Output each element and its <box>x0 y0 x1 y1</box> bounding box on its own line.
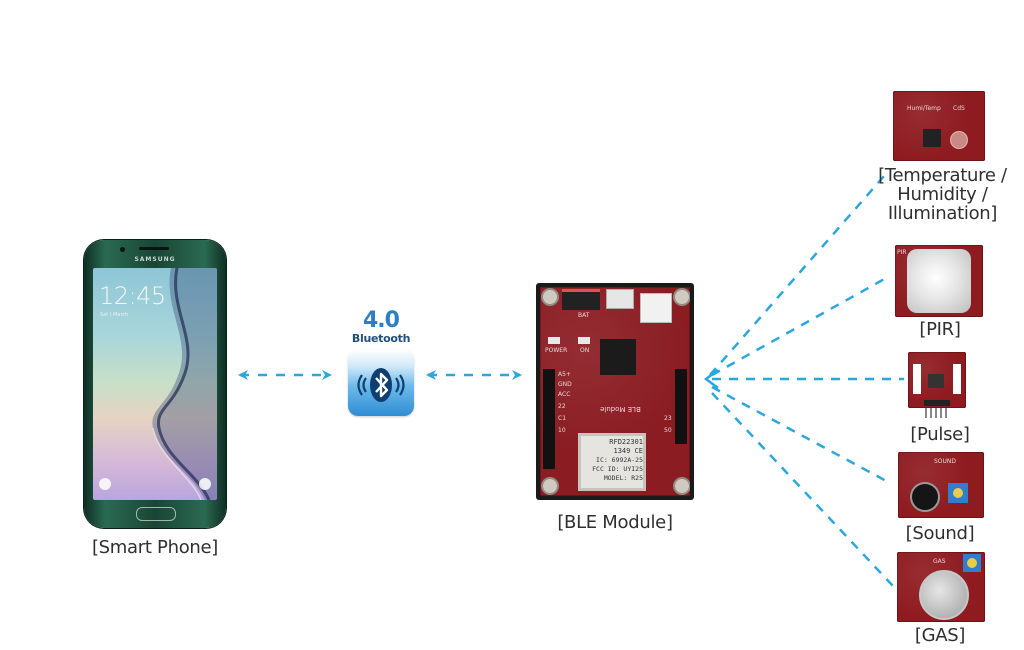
pin-label: 22 <box>558 403 566 410</box>
pir-sensor: PIR <box>895 245 983 317</box>
phone-clock: 12:45 <box>99 282 166 310</box>
bluetooth-app-icon <box>348 350 414 416</box>
gas-sensor: GAS <box>897 552 985 622</box>
gas-sensor-label: [GAS] <box>914 625 966 646</box>
temp-humidity-sensor: Humi/Temp CdS <box>893 91 985 161</box>
mount-hole <box>673 288 690 306</box>
pir-dome <box>907 249 971 313</box>
bluetooth-badge: 4.0 Bluetooth <box>345 308 417 418</box>
phone-screen: 12:45 Sat | March <box>93 268 217 500</box>
led <box>548 337 560 344</box>
sound-sensor-label: [Sound] <box>905 523 975 544</box>
pulse-sensor-label: [Pulse] <box>910 424 970 445</box>
board-silkscreen: BLE Module <box>600 405 641 413</box>
pin-label: 23 <box>664 415 672 422</box>
chip-line: FCC ID: UYI25 <box>592 465 643 473</box>
pir-sensor-label: [PIR] <box>919 319 961 340</box>
bluetooth-icon <box>357 368 405 402</box>
chip-line: IC: 6992A-25 <box>596 456 643 464</box>
phone-speaker <box>139 247 169 250</box>
usb-port <box>606 289 634 309</box>
bluetooth-version: 4.0 <box>363 308 400 333</box>
potentiometer <box>963 554 981 572</box>
phone-wallpaper-wave <box>152 268 217 500</box>
pin-label: A5+ <box>558 371 571 378</box>
sound-sensor: SOUND <box>898 452 984 518</box>
sensor-silkscreen: GAS <box>933 558 946 565</box>
line-to-sound-sensor <box>711 385 891 485</box>
chip-line: MODEL: R25 <box>603 474 643 482</box>
pin-header <box>924 400 950 406</box>
pin-label: C1 <box>558 415 567 422</box>
left-header <box>543 369 555 469</box>
sensor-silkscreen: Humi/Temp <box>907 105 941 112</box>
pulse-slot <box>953 364 961 394</box>
switch-label-bat: BAT <box>578 312 590 319</box>
pin-label: GND <box>558 381 572 388</box>
bluetooth-wordmark: Bluetooth <box>351 332 411 345</box>
ic-chip <box>600 339 636 375</box>
led <box>578 337 590 344</box>
potentiometer-knob <box>953 488 963 498</box>
phone-home-button <box>136 507 176 521</box>
pin-label: 10 <box>558 427 566 434</box>
sensor-silkscreen: CdS <box>953 105 965 112</box>
phone-date: Sat | March <box>100 312 129 318</box>
ble-module-board: BAT POWER ON A5+ GND ACC 22 C1 10 23 50 … <box>536 283 694 500</box>
label-line: Illumination] <box>887 203 998 224</box>
microphone <box>910 482 940 512</box>
mount-hole <box>541 288 559 306</box>
potentiometer-knob <box>967 558 977 568</box>
smart-phone-label: [Smart Phone] <box>91 537 219 558</box>
mount-hole <box>673 477 690 495</box>
sensor-silkscreen: SOUND <box>934 458 957 465</box>
pulse-sensor <box>908 352 966 408</box>
ble-module-label: [BLE Module] <box>557 512 673 533</box>
sensor-chip <box>923 129 941 147</box>
rf-module: RFD22301 1349 CE IC: 6992A-25 FCC ID: UY… <box>578 433 646 491</box>
gas-element <box>919 570 969 620</box>
power-switch <box>562 289 600 310</box>
sensor-chip <box>928 374 944 388</box>
battery-connector <box>640 293 672 323</box>
pulse-slot <box>913 364 921 394</box>
chip-line: 1349 CE <box>613 447 643 455</box>
phone-camera <box>120 247 125 252</box>
smart-phone: SAMSUNG 12:45 Sat | March <box>84 240 226 528</box>
fan-arrowhead <box>703 369 719 389</box>
ble-module-pcb: BAT POWER ON A5+ GND ACC 22 C1 10 23 50 … <box>540 287 690 496</box>
pulse-pins <box>925 408 949 418</box>
switch-label-power: POWER <box>545 347 568 354</box>
phone-call-icon <box>99 478 111 490</box>
switch-label-on: ON <box>580 347 590 354</box>
sensor-silkscreen: PIR <box>897 249 907 256</box>
right-header <box>675 369 687 444</box>
phone-brand: SAMSUNG <box>134 256 176 263</box>
line-to-pir-sensor <box>711 275 889 377</box>
pin-label: 50 <box>664 427 672 434</box>
chip-line: RFD22301 <box>609 438 643 446</box>
label-line: [Temperature / <box>878 165 1007 186</box>
line-to-temp-sensor <box>709 174 886 376</box>
potentiometer <box>948 483 968 503</box>
phone-camera-app-icon <box>199 478 211 490</box>
cds-cell <box>950 131 968 149</box>
label-line: Humidity / <box>897 184 988 205</box>
pin-label: ACC <box>558 391 571 398</box>
line-to-gas-sensor <box>711 392 894 587</box>
temp-sensor-label: [Temperature / Humidity / Illumination] <box>860 166 1024 223</box>
mount-hole <box>541 477 559 495</box>
